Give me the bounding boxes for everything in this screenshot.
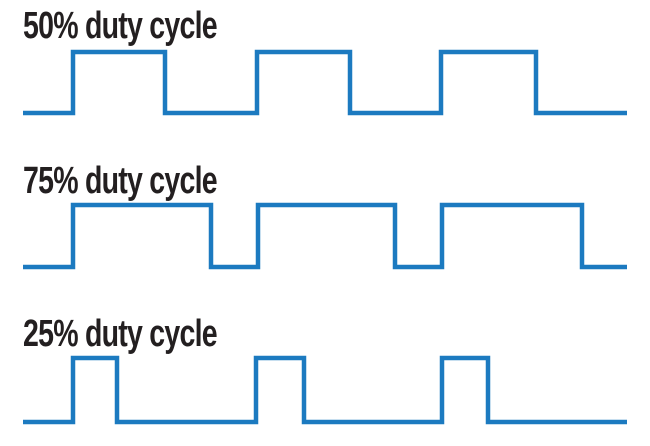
waveform-trace-75 [23,202,627,270]
waveform-label-75: 75% duty cycle [23,160,218,202]
waveform-trace-50 [23,49,627,116]
waveform-trace-25 [23,355,627,425]
waveform-label-50: 50% duty cycle [23,5,218,47]
waveform-label-25: 25% duty cycle [23,313,218,355]
